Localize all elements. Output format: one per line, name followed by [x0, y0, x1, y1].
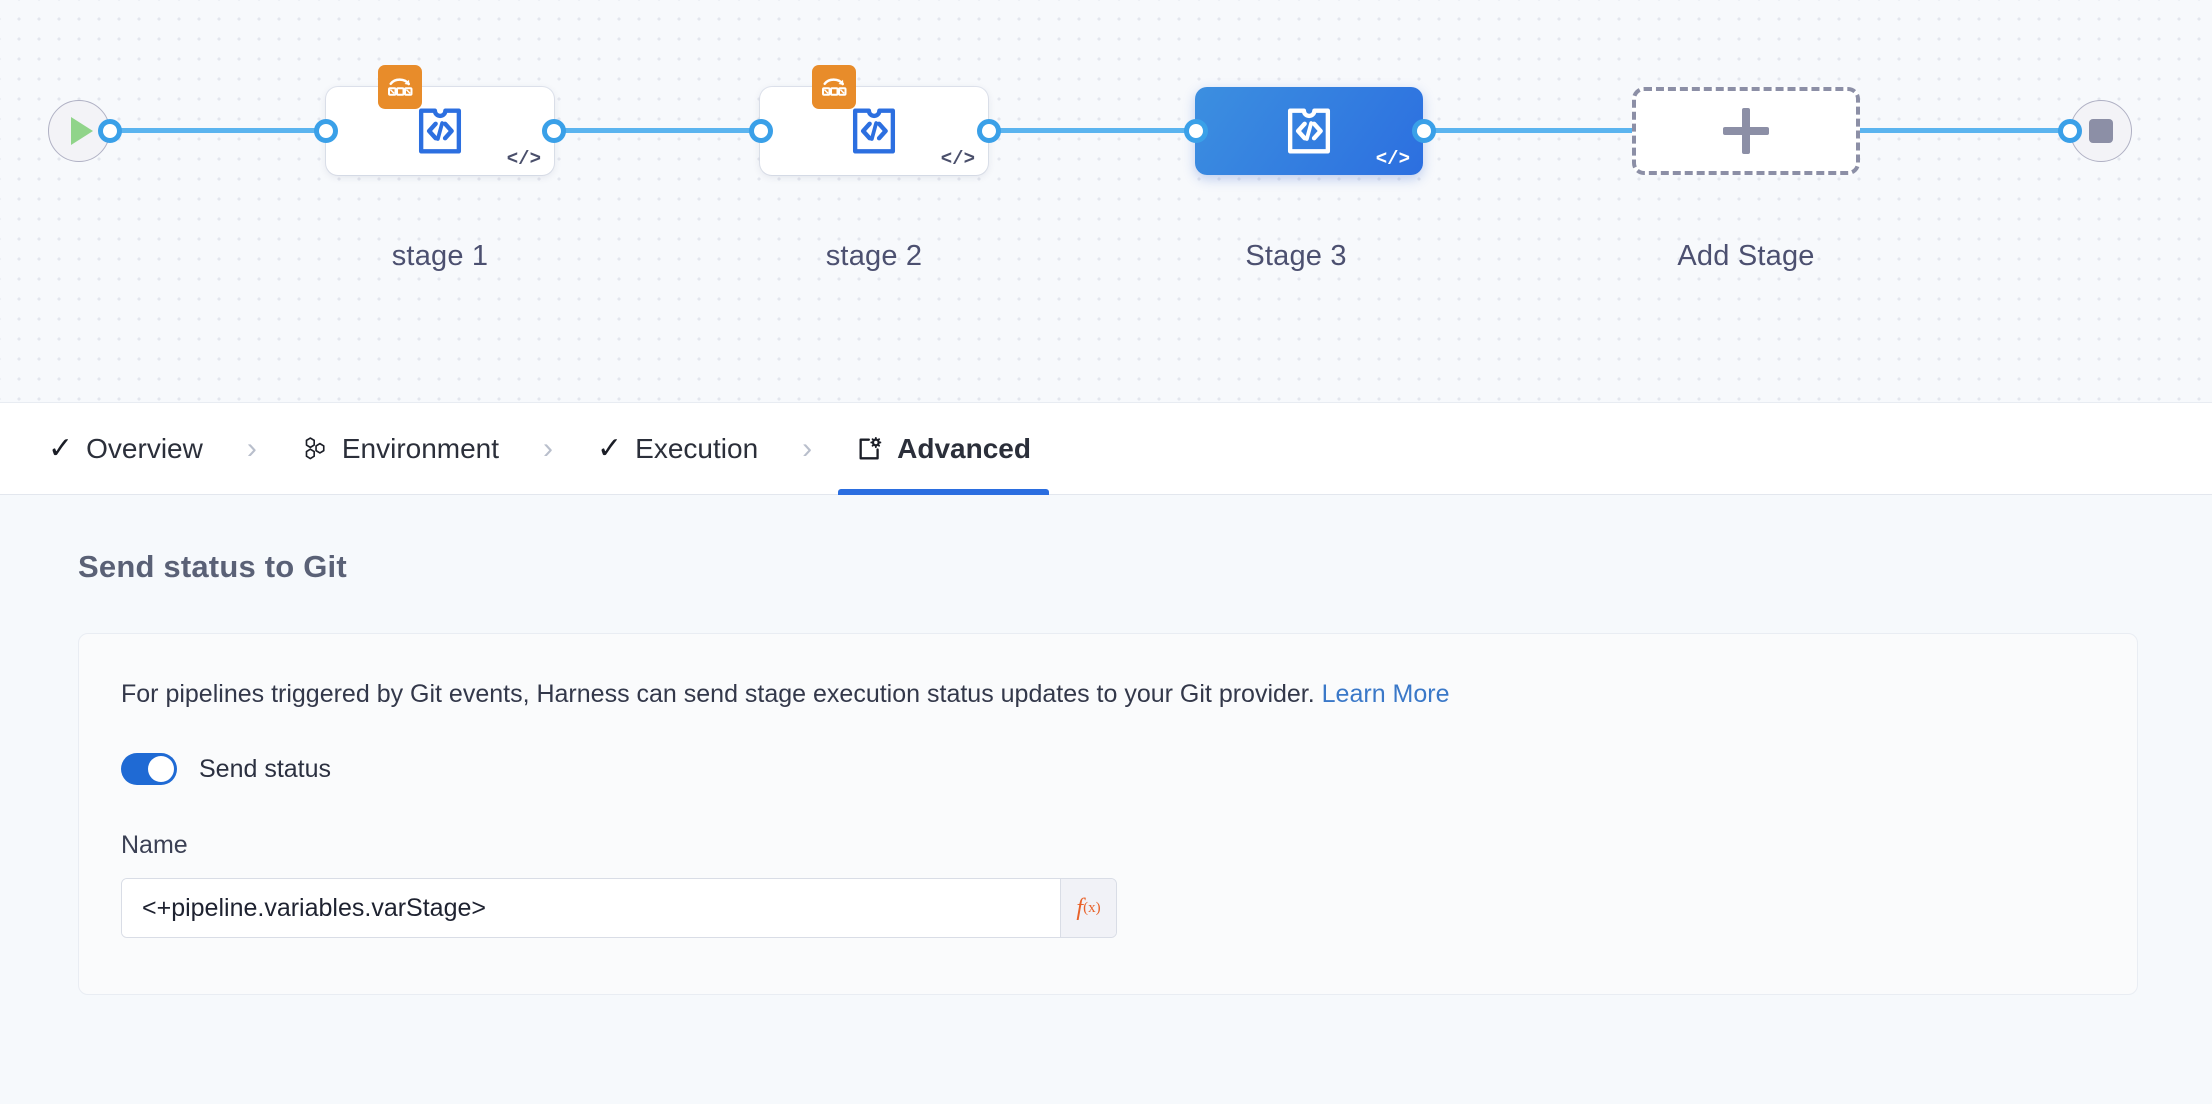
stop-icon [2089, 119, 2113, 143]
pipeline-canvas[interactable]: </> stage 1 </> stage 2 [0, 0, 2212, 403]
stage-label-2: stage 2 [825, 240, 923, 272]
tab-advanced[interactable]: Advanced [838, 403, 1049, 495]
stage-node-3[interactable]: </> [1195, 87, 1423, 175]
card-description: For pipelines triggered by Git events, H… [121, 680, 2095, 709]
tab-separator-1: › [246, 431, 257, 465]
connector-dot-stage2-in[interactable] [749, 119, 773, 143]
name-input[interactable] [122, 879, 1060, 937]
send-status-toggle[interactable] [121, 753, 177, 785]
expression-toggle-button[interactable]: f(x) [1060, 879, 1116, 937]
tab-overview-label: Overview [86, 432, 203, 464]
play-icon [71, 117, 93, 145]
send-status-toggle-row: Send status [121, 753, 2095, 785]
tab-overview[interactable]: ✓ Overview [30, 403, 221, 495]
connector-dot-end[interactable] [2058, 119, 2082, 143]
stage-tab-bar[interactable]: ✓ Overview › Environment › ✓ Execution ›… [0, 403, 2212, 495]
custom-stage-icon [1287, 108, 1331, 154]
learn-more-link[interactable]: Learn More [1321, 680, 1450, 708]
looping-strategy-icon[interactable] [812, 65, 856, 109]
page-title: Send status to Git [78, 549, 347, 584]
fx-label: f [1076, 894, 1084, 921]
plus-icon-vertical [1742, 108, 1750, 154]
wire-stage1-to-stage2 [540, 128, 760, 133]
advanced-panel: Send status to Git For pipelines trigger… [0, 495, 2212, 1104]
tab-separator-3: › [802, 431, 813, 465]
tab-execution[interactable]: ✓ Execution [579, 403, 776, 495]
stage-label-1: stage 1 [391, 240, 489, 272]
name-field-label: Name [121, 831, 188, 859]
check-icon: ✓ [48, 431, 74, 465]
wire-add-to-end [1855, 128, 2070, 133]
connector-dot-start[interactable] [98, 119, 122, 143]
connector-dot-stage3-out[interactable] [1412, 119, 1436, 143]
stage-label-3: Stage 3 [1245, 240, 1347, 272]
add-stage-button[interactable] [1632, 87, 1860, 175]
add-stage-label: Add Stage [1677, 240, 1815, 272]
connector-dot-stage1-in[interactable] [314, 119, 338, 143]
wire-stage2-to-stage3 [975, 128, 1195, 133]
send-status-card: For pipelines triggered by Git events, H… [78, 633, 2138, 995]
hexagons-icon [301, 435, 329, 463]
connector-dot-stage1-out[interactable] [542, 119, 566, 143]
tab-separator-2: › [543, 431, 554, 465]
code-corner-icon-3: </> [1375, 148, 1410, 170]
check-icon: ✓ [597, 431, 623, 465]
wire-stage3-to-add [1412, 128, 1742, 133]
pipeline-start-node[interactable] [48, 100, 110, 162]
card-description-text: For pipelines triggered by Git events, H… [121, 680, 1315, 708]
looping-strategy-icon[interactable] [378, 65, 422, 109]
stage-node-2[interactable]: </> [760, 65, 988, 175]
send-status-toggle-label: Send status [199, 754, 332, 783]
custom-stage-icon [418, 108, 462, 154]
tab-execution-label: Execution [635, 432, 759, 464]
code-corner-icon-1: </> [506, 148, 541, 170]
tab-environment[interactable]: Environment [283, 403, 517, 495]
document-gear-icon [856, 435, 884, 463]
code-corner-icon-2: </> [940, 148, 975, 170]
connector-dot-stage3-in[interactable] [1184, 119, 1208, 143]
tab-advanced-label: Advanced [897, 432, 1031, 464]
tab-environment-label: Environment [341, 432, 500, 464]
name-field-wrapper[interactable]: f(x) [121, 878, 1117, 938]
wire-start-to-stage1 [106, 128, 326, 133]
stage-node-1[interactable]: </> [326, 65, 554, 175]
custom-stage-icon [852, 108, 896, 154]
connector-dot-stage2-out[interactable] [977, 119, 1001, 143]
toggle-knob [148, 756, 174, 782]
fx-sub: (x) [1083, 899, 1101, 916]
